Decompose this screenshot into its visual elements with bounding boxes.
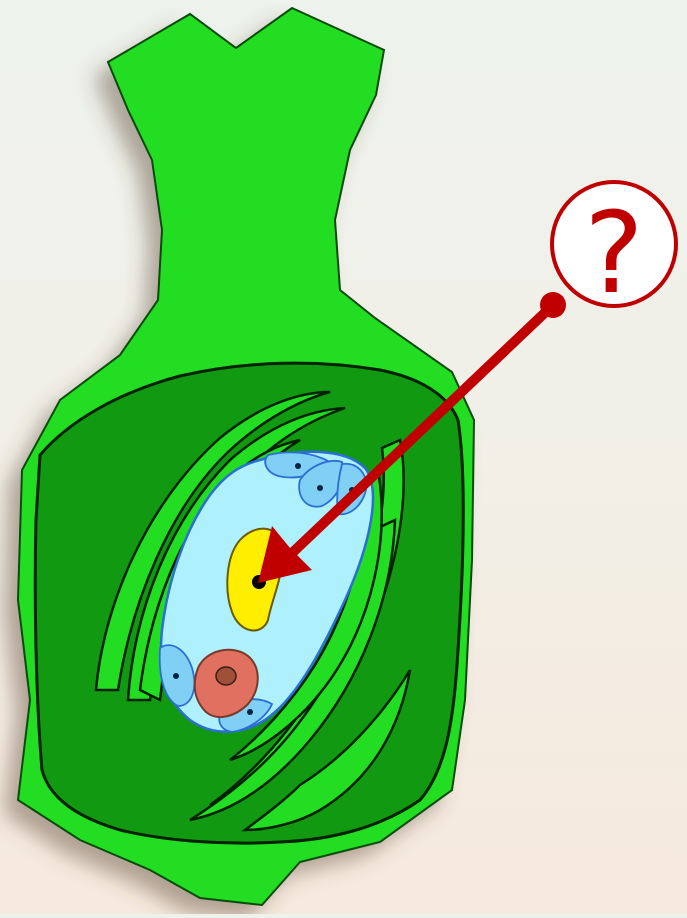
synergid-nucleus-right — [247, 709, 253, 715]
egg-nucleus — [216, 667, 236, 685]
antipodal-nucleus-2 — [317, 485, 323, 491]
antipodal-nucleus-1 — [295, 463, 301, 469]
question-label: ? — [584, 189, 643, 319]
synergid-nucleus-left — [173, 673, 179, 679]
pointer-anchor-dot — [540, 292, 566, 318]
